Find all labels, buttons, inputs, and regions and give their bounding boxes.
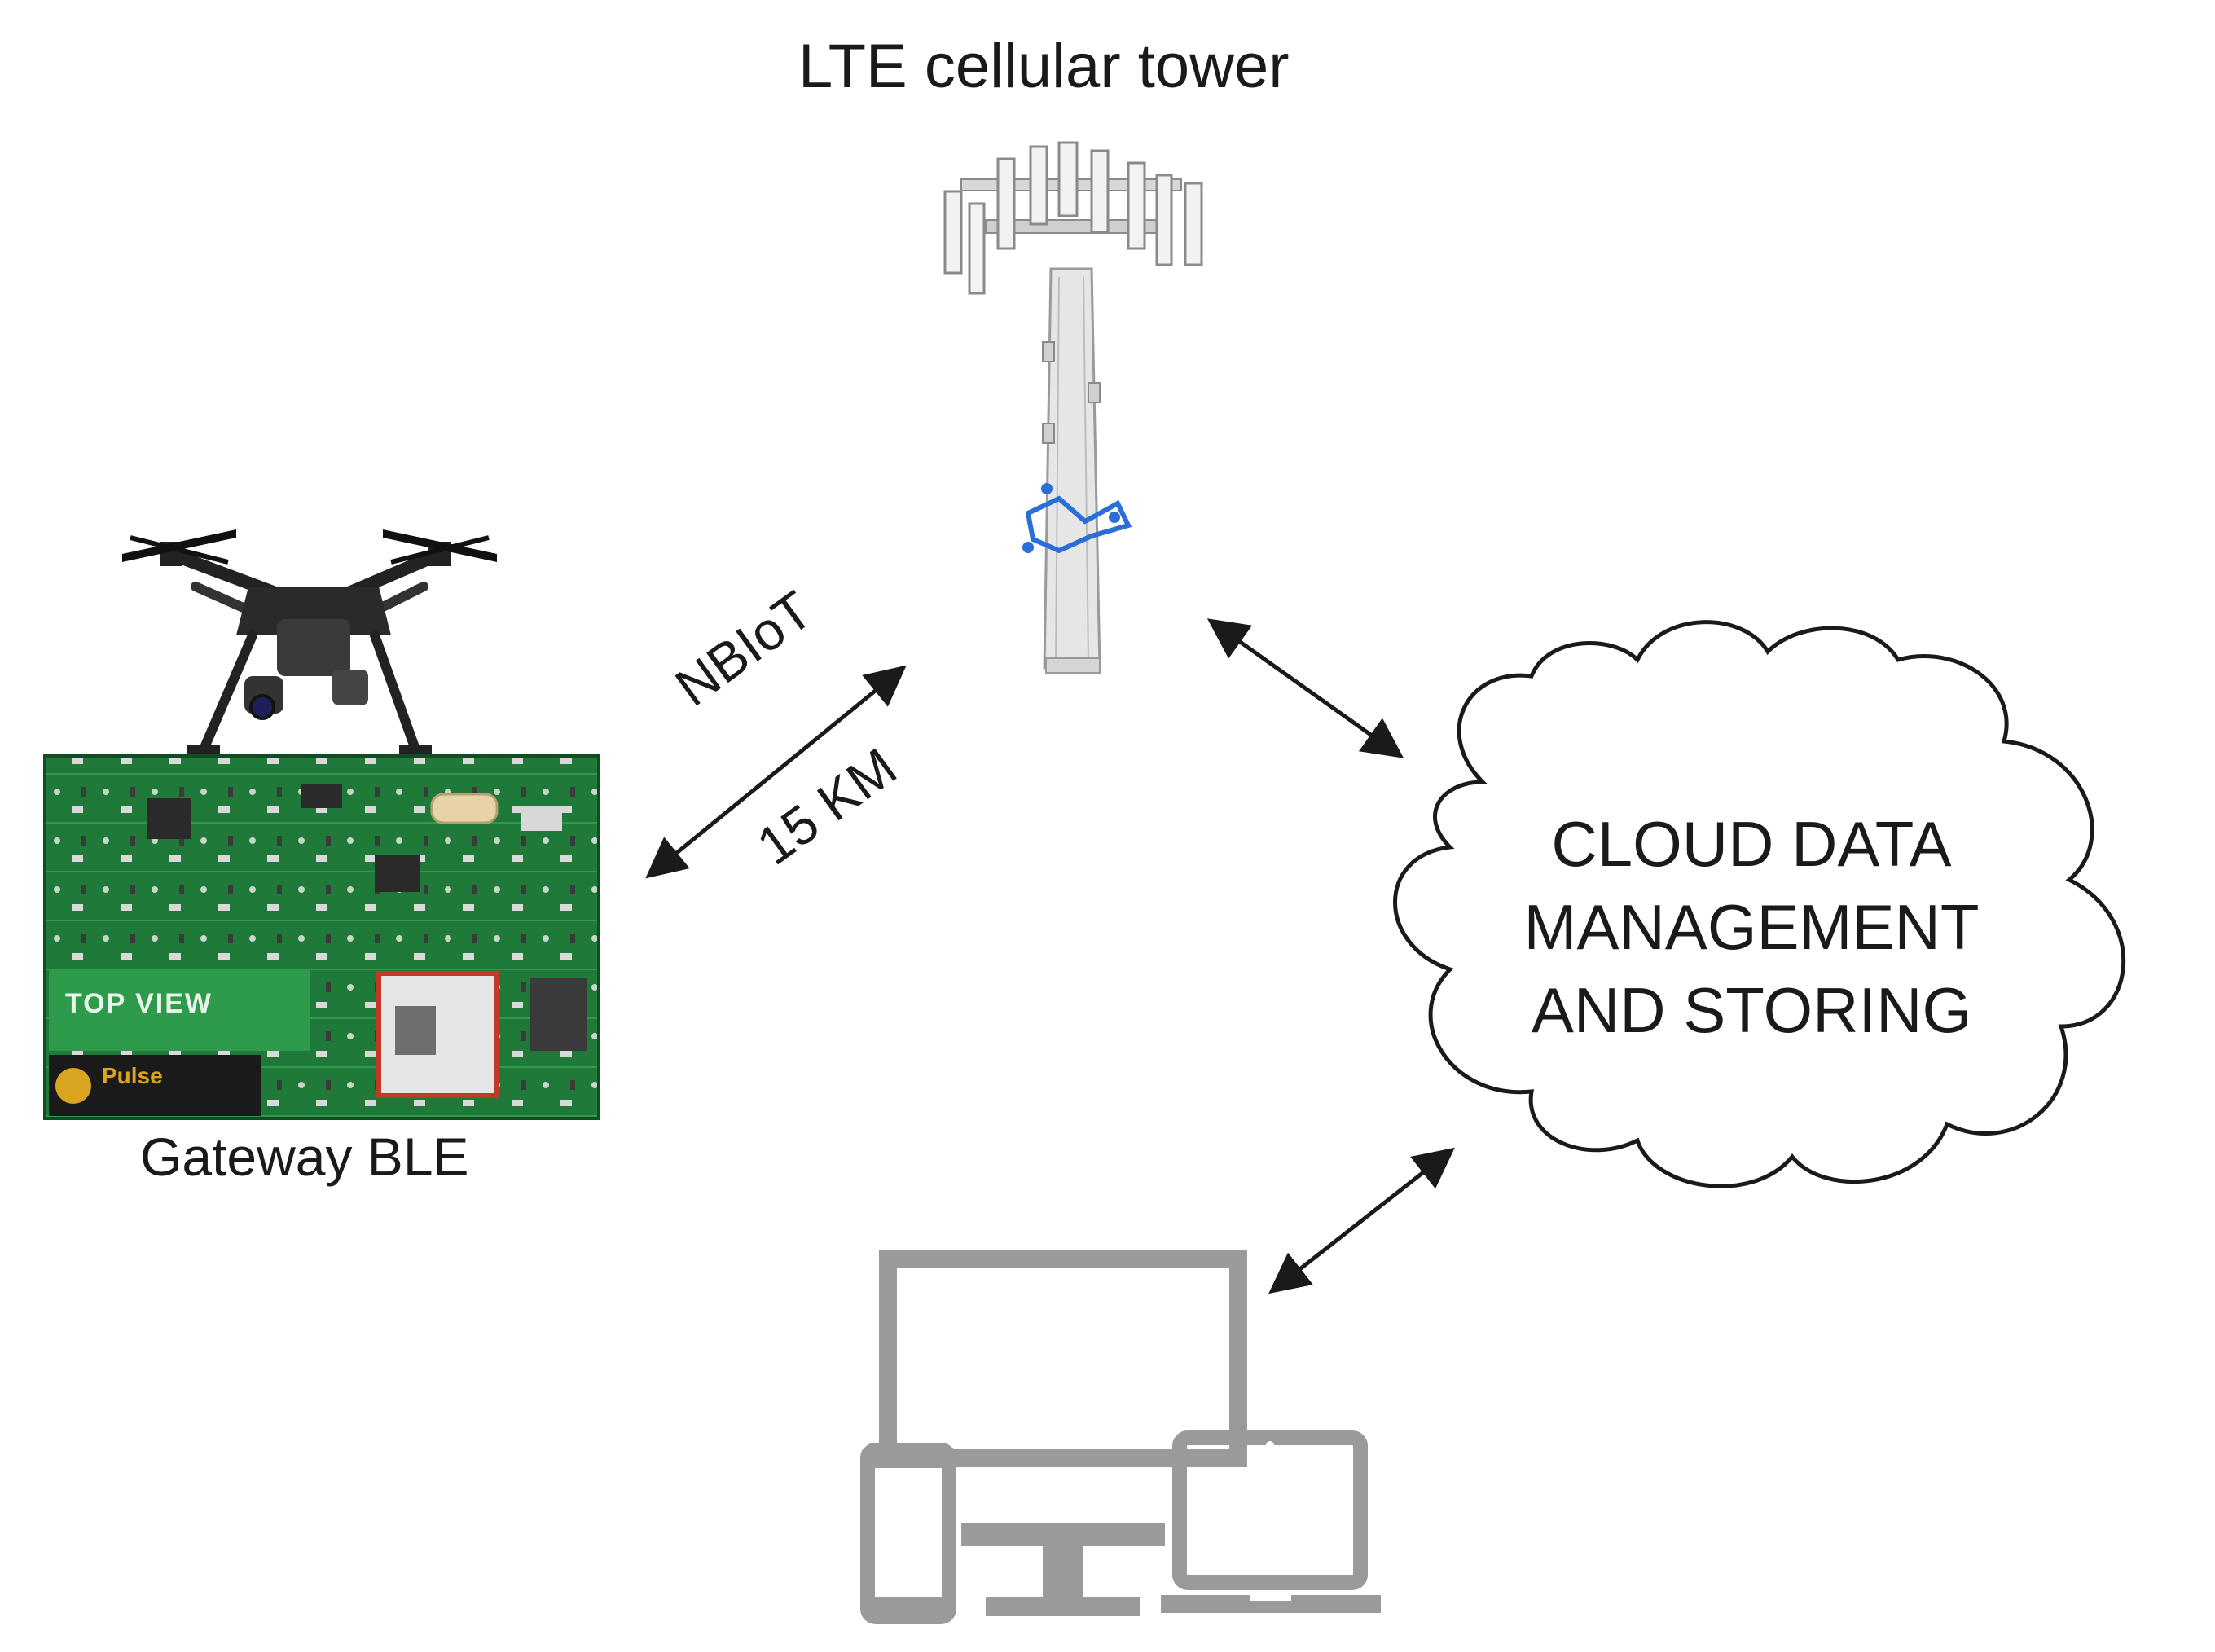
cellular-tower-icon [943,141,1203,674]
monitor-icon [879,1250,1247,1616]
board-logo-text: TOP VIEW [65,988,213,1019]
cloud-label: CLOUD DATA MANAGEMENT AND STORING [1450,802,2053,1052]
cloud-label-line-3: AND STORING [1531,974,1972,1046]
laptop-icon [1161,1430,1381,1613]
phone-icon [860,1443,956,1624]
gateway-caption: Gateway BLE [140,1127,469,1187]
gateway-board-image: TOP VIEW Pulse [43,754,600,1120]
cloud-label-line-1: CLOUD DATA [1551,808,1952,880]
nbiot-link-arrow [645,665,907,879]
cloud-label-line-2: MANAGEMENT [1523,891,1980,963]
cloud-devices-arrow [1268,1147,1455,1294]
cloud-icon [1393,620,2126,1188]
tower-cloud-arrow [1206,618,1404,758]
board-brand-text: Pulse [102,1063,163,1088]
drone-icon [122,529,497,754]
tower-title: LTE cellular tower [798,32,1290,101]
